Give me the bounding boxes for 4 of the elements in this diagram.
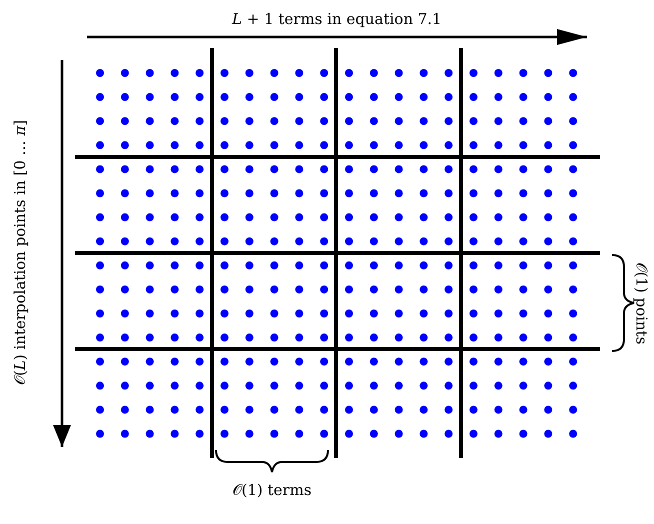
brace-label: 𝒪(1) terms — [232, 483, 312, 498]
axis-label: L + 1 terms in equation 7.1 — [232, 12, 442, 27]
brace-label: 𝒪(1) points — [633, 262, 648, 344]
axis-label: 𝒪(L) interpolation points in [0 … π] — [12, 119, 28, 385]
